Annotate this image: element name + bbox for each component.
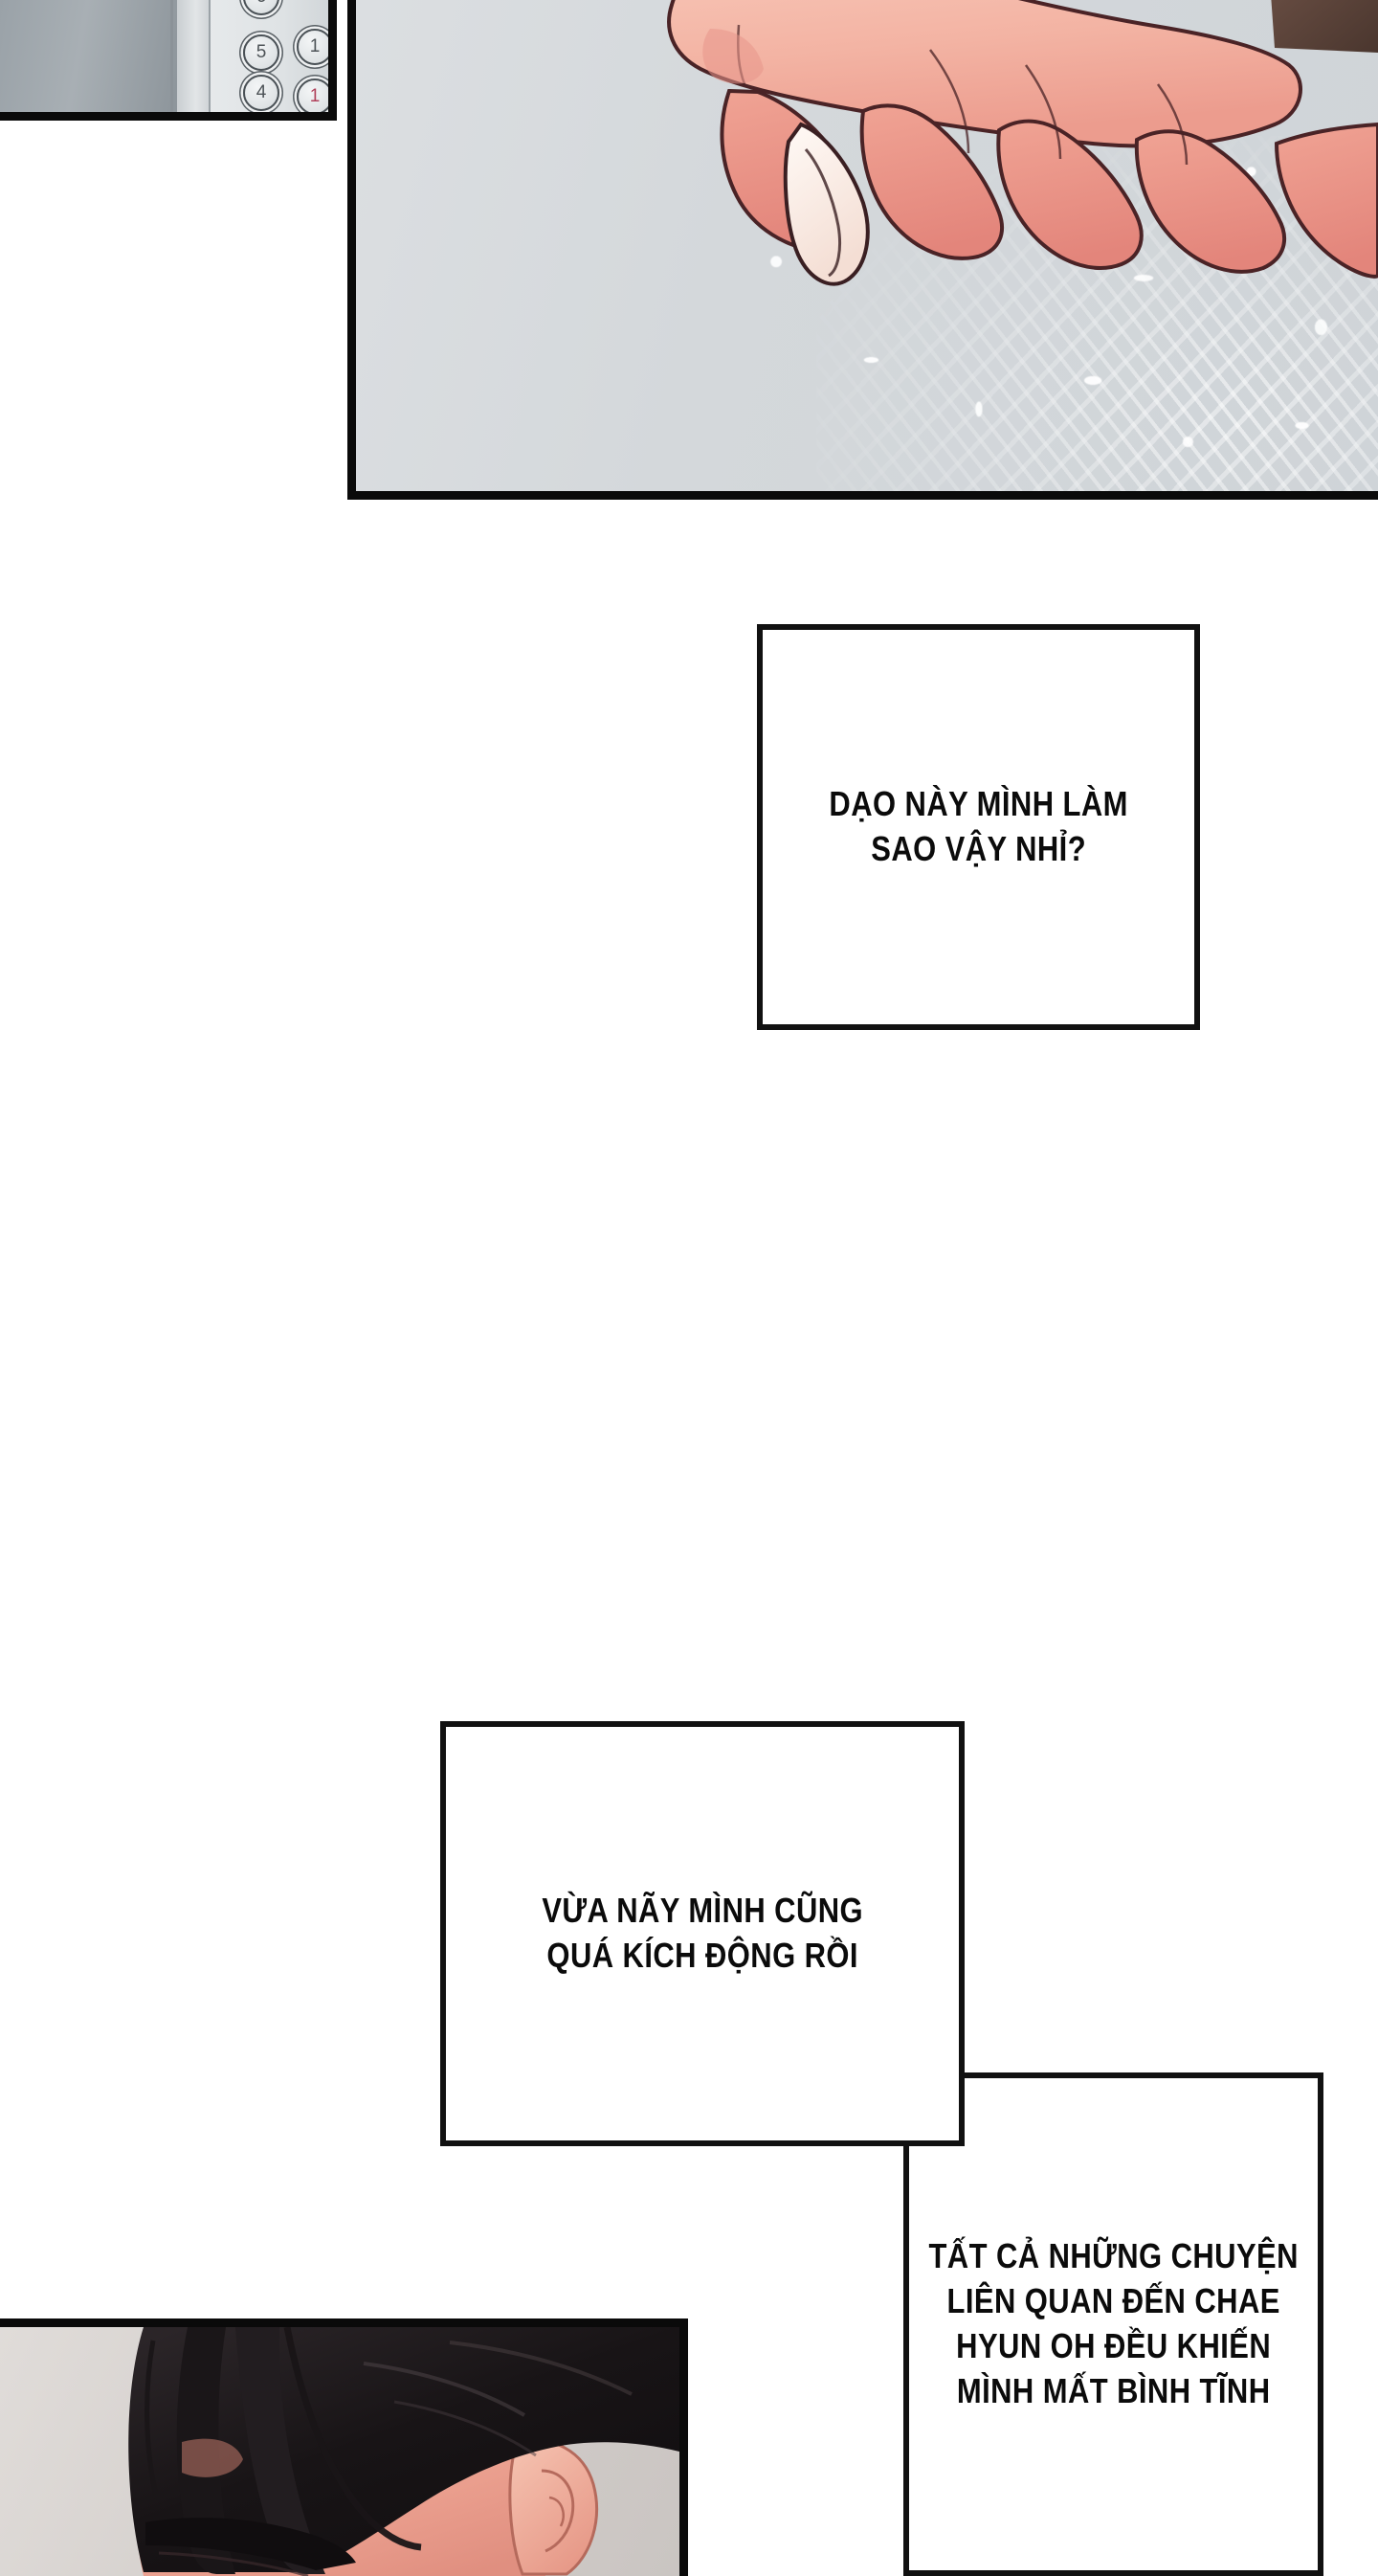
panel-hands — [347, 0, 1378, 500]
caption-line: VỪA NÃY MÌNH CŨNG — [542, 1891, 863, 1931]
hand-shadow — [702, 29, 764, 84]
hair-strand-1 — [176, 2327, 235, 2574]
ear — [508, 2438, 598, 2576]
elevator-button-label: 1 — [309, 86, 321, 106]
caption-box-2: VỪA NÃY MÌNH CŨNG QUÁ KÍCH ĐỘNG RỒI — [440, 1721, 965, 2146]
caption-line: HYUN OH ĐỀU KHIẾN — [956, 2326, 1271, 2365]
caption-line: DẠO NÀY MÌNH LÀM — [829, 784, 1128, 824]
elevator-button-label: 1 — [309, 36, 321, 56]
cheek-blush — [182, 2438, 243, 2477]
eyebrow-bar — [145, 2518, 356, 2570]
face-illustration — [128, 2327, 679, 2576]
ear-inner-fold-2 — [548, 2496, 565, 2527]
sleeve-cuff — [1271, 0, 1378, 53]
caption-box-3: TẤT CẢ NHỮNG CHUYỆN LIÊN QUAN ĐẾN CHAE H… — [903, 2072, 1323, 2576]
hair-strand-2 — [235, 2327, 325, 2574]
caption-line: MÌNH MẤT BÌNH TĨNH — [956, 2370, 1271, 2410]
caption-3-text: TẤT CẢ NHỮNG CHUYỆN LIÊN QUAN ĐẾN CHAE H… — [928, 2234, 1298, 2413]
elevator-button-4[interactable]: 4 — [243, 75, 279, 111]
hair-highlight-1 — [363, 2362, 526, 2417]
thumb-nail — [783, 122, 870, 286]
elevator-button-label: 5 — [256, 42, 267, 62]
caption-line: QUÁ KÍCH ĐỘNG RỒI — [546, 1936, 858, 1975]
ear-inner-fold — [541, 2469, 575, 2553]
caption-2-text: VỪA NÃY MÌNH CŨNG QUÁ KÍCH ĐỘNG RỒI — [542, 1889, 863, 1979]
caption-1-text: DẠO NÀY MÌNH LÀM SAO VẬY NHỈ? — [829, 782, 1127, 872]
caption-line: TẤT CẢ NHỮNG CHUYỆN — [928, 2236, 1299, 2276]
elevator-plate-edge — [209, 0, 211, 112]
panel-face — [0, 2318, 688, 2576]
panel-elevator: 6 5 4 1 1 — [0, 0, 337, 121]
hair-highlight-2 — [393, 2400, 537, 2457]
hair-highlight-3 — [449, 2341, 633, 2396]
hair-strand-3 — [144, 2340, 160, 2500]
knuckle-line-b — [1024, 64, 1062, 160]
finger-2 — [859, 103, 1004, 260]
elevator-door-jamb — [177, 0, 209, 112]
elevator-button-label: 4 — [256, 82, 267, 102]
elevator-button-right-lower-highlighted[interactable]: 1 — [297, 78, 328, 112]
eye-line — [158, 2551, 309, 2576]
elevator-button-right-upper[interactable]: 1 — [297, 29, 328, 65]
finger-5 — [1274, 122, 1378, 279]
caption-box-1: DẠO NÀY MÌNH LÀM SAO VẬY NHỈ? — [757, 624, 1200, 1030]
finger-3 — [996, 119, 1144, 270]
hands-illustration — [667, 0, 1378, 286]
elevator-wall-seam — [170, 0, 173, 112]
caption-line: SAO VẬY NHỈ? — [871, 829, 1086, 868]
elevator-wall — [0, 0, 177, 112]
upper-hand-back — [667, 0, 1302, 148]
finger-4 — [1134, 129, 1287, 274]
caption-line: LIÊN QUAN ĐẾN CHAE — [946, 2281, 1280, 2321]
elevator-button-5[interactable]: 5 — [243, 34, 279, 71]
hair-strand-4 — [283, 2327, 422, 2551]
knuckle-line-a — [928, 49, 970, 154]
knuckle-line-c — [1156, 83, 1189, 166]
nail-crease — [804, 148, 842, 278]
elevator-button-label: 6 — [256, 0, 267, 8]
